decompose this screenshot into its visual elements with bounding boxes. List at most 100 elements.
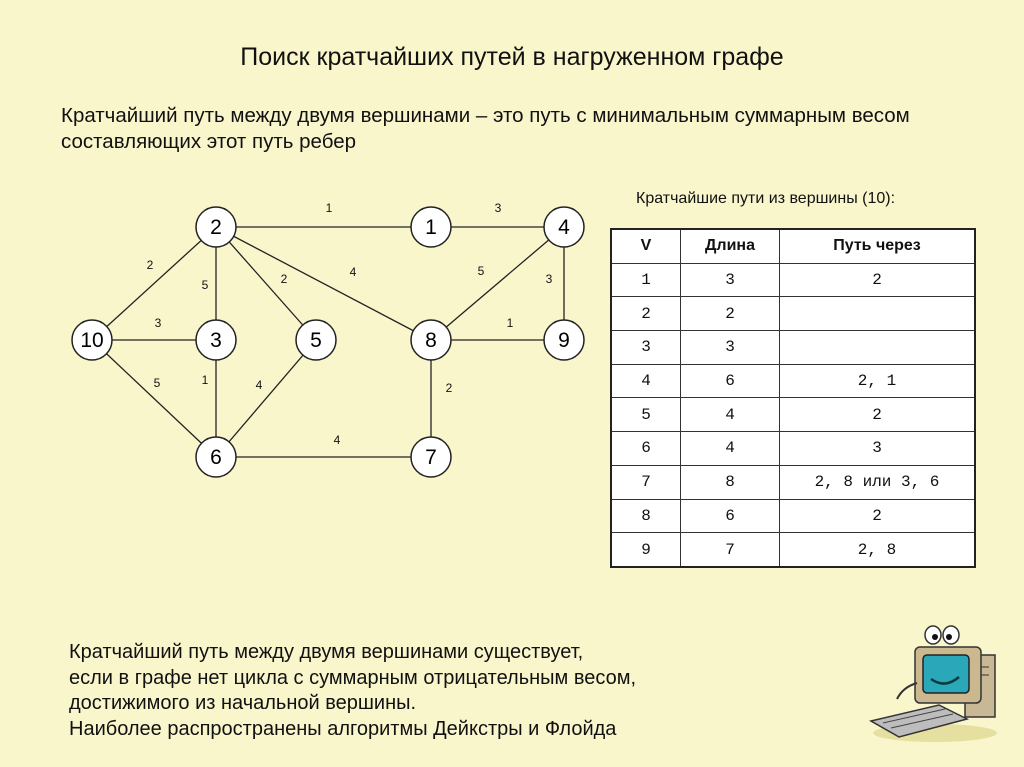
cell-vertex: 5 [610, 397, 681, 433]
cell-vertex: 9 [610, 532, 681, 568]
graph-edge-2-8 [215, 226, 432, 341]
header-length: Длина [680, 228, 780, 264]
cell-length: 4 [680, 431, 780, 466]
graph-node-4: 4 [543, 206, 585, 248]
cell-path: 2, 8 или 3, 6 [779, 464, 976, 500]
table-caption: Кратчайшие пути из вершины (10): [636, 190, 896, 207]
edge-weight-label: 3 [155, 316, 162, 330]
cell-path: 3 [779, 431, 976, 466]
cell-length: 3 [680, 262, 780, 298]
cell-length: 7 [680, 532, 780, 568]
intro-text: Кратчайший путь между двумя вершинами – … [61, 104, 910, 153]
graph-node-circle [410, 206, 452, 248]
graph-node-circle [410, 319, 452, 361]
graph-node-2: 2 [195, 206, 237, 248]
cell-path [779, 296, 976, 332]
cell-length: 3 [680, 330, 780, 365]
graph-node-label: 7 [425, 446, 437, 469]
cell-vertex: 1 [610, 262, 681, 298]
graph-node-label: 3 [210, 329, 222, 352]
edge-weight-label: 1 [202, 373, 209, 387]
cell-vertex: 7 [610, 464, 681, 500]
edge-weight-label: 3 [546, 272, 553, 286]
cell-length: 8 [680, 464, 780, 500]
computer-mascot-icon [868, 625, 997, 742]
graph-node-circle [195, 206, 237, 248]
graph-edge-4-8 [430, 226, 565, 341]
graph-node-1: 1 [410, 206, 452, 248]
cell-path: 2 [779, 498, 976, 534]
graph-node-circle [295, 319, 337, 361]
edge-weight-label: 2 [281, 272, 288, 286]
graph-node-9: 9 [543, 319, 585, 361]
cell-path [779, 330, 976, 365]
cell-vertex: 3 [610, 330, 681, 365]
cell-length: 4 [680, 397, 780, 433]
edge-weight-label: 2 [147, 258, 154, 272]
graph-node-circle [71, 319, 113, 361]
bottom-line: Наиболее распространены алгоритмы Дейкст… [69, 717, 617, 740]
page-title: Поиск кратчайших путей в нагруженном гра… [240, 43, 784, 71]
graph-node-label: 6 [210, 446, 222, 469]
cell-length: 6 [680, 498, 780, 534]
graph-node-label: 4 [558, 216, 570, 239]
graph-node-label: 9 [558, 329, 570, 352]
graph-edge-2-10 [91, 226, 217, 341]
graph-node-label: 2 [210, 216, 222, 239]
edge-weight-label: 4 [256, 378, 263, 392]
header-vertex: V [610, 228, 681, 264]
cell-length: 6 [680, 363, 780, 399]
graph-node-circle [543, 319, 585, 361]
graph-edge-2-5 [215, 226, 317, 341]
graph-node-circle [543, 206, 585, 248]
graph-node-5: 5 [295, 319, 337, 361]
edge-weight-label: 2 [446, 381, 453, 395]
graph-edge-10-6 [91, 339, 217, 458]
edge-weight-label: 1 [507, 316, 514, 330]
cell-length: 2 [680, 296, 780, 332]
graph-edge-5-6 [215, 339, 317, 458]
edge-weight-label: 4 [334, 433, 341, 447]
cell-path: 2 [779, 397, 976, 433]
header-path: Путь через [779, 228, 976, 264]
graph-node-label: 5 [310, 329, 322, 352]
edge-weight-label: 5 [154, 376, 161, 390]
table-header-row: V Длина Путь через [610, 228, 976, 264]
graph-node-circle [195, 436, 237, 478]
graph-node-6: 6 [195, 436, 237, 478]
cell-path: 2, 8 [779, 532, 976, 568]
cell-path: 2 [779, 262, 976, 298]
graph-node-label: 10 [80, 329, 103, 352]
edge-weight-label: 3 [495, 201, 502, 215]
edge-weight-label: 4 [350, 265, 357, 279]
graph-node-10: 10 [71, 319, 113, 361]
edge-weight-label: 1 [326, 201, 333, 215]
cell-path: 2, 1 [779, 363, 976, 399]
cell-vertex: 8 [610, 498, 681, 534]
graph-node-3: 3 [195, 319, 237, 361]
cell-vertex: 6 [610, 431, 681, 466]
bottom-text: Кратчайший путь между двумя вершинами су… [69, 640, 636, 742]
graph-node-label: 1 [425, 216, 437, 239]
cell-vertex: 2 [610, 296, 681, 332]
graph-node-circle [195, 319, 237, 361]
edge-weight-label: 5 [202, 278, 209, 292]
graph-node-7: 7 [410, 436, 452, 478]
bottom-line: Кратчайший путь между двумя вершинами су… [69, 641, 584, 663]
bottom-line: достижимого из начальной вершины. [69, 692, 417, 714]
graph-node-circle [410, 436, 452, 478]
graph-node-label: 8 [425, 329, 437, 352]
weighted-graph: 1 3 2 5 2 4 5 3 3 5 1 4 1 2 4 2 1 4 10 3 5 8 9 6 7 [71, 201, 585, 478]
cell-vertex: 4 [610, 363, 681, 399]
edge-weight-label: 5 [478, 264, 485, 278]
